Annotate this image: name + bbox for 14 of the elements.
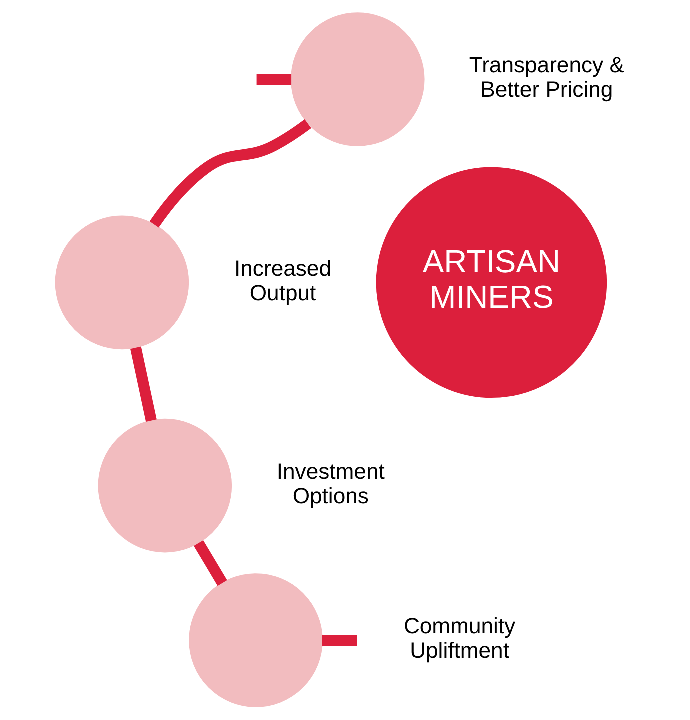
node-label: Transparency & Better Pricing <box>469 52 624 102</box>
connector <box>130 346 157 422</box>
connector <box>322 634 358 646</box>
connector <box>256 74 292 86</box>
node-circle <box>290 12 425 146</box>
connector <box>150 120 312 228</box>
node-circle <box>55 216 190 350</box>
node-circle <box>189 574 323 708</box>
node-label: Increased Output <box>234 256 332 306</box>
node-label: Investment Options <box>276 458 385 508</box>
node-circle <box>98 418 232 553</box>
connector <box>194 540 228 586</box>
node-circle: ARTISAN MINERS <box>376 167 608 398</box>
node-label: Community Upliftment <box>404 614 516 664</box>
